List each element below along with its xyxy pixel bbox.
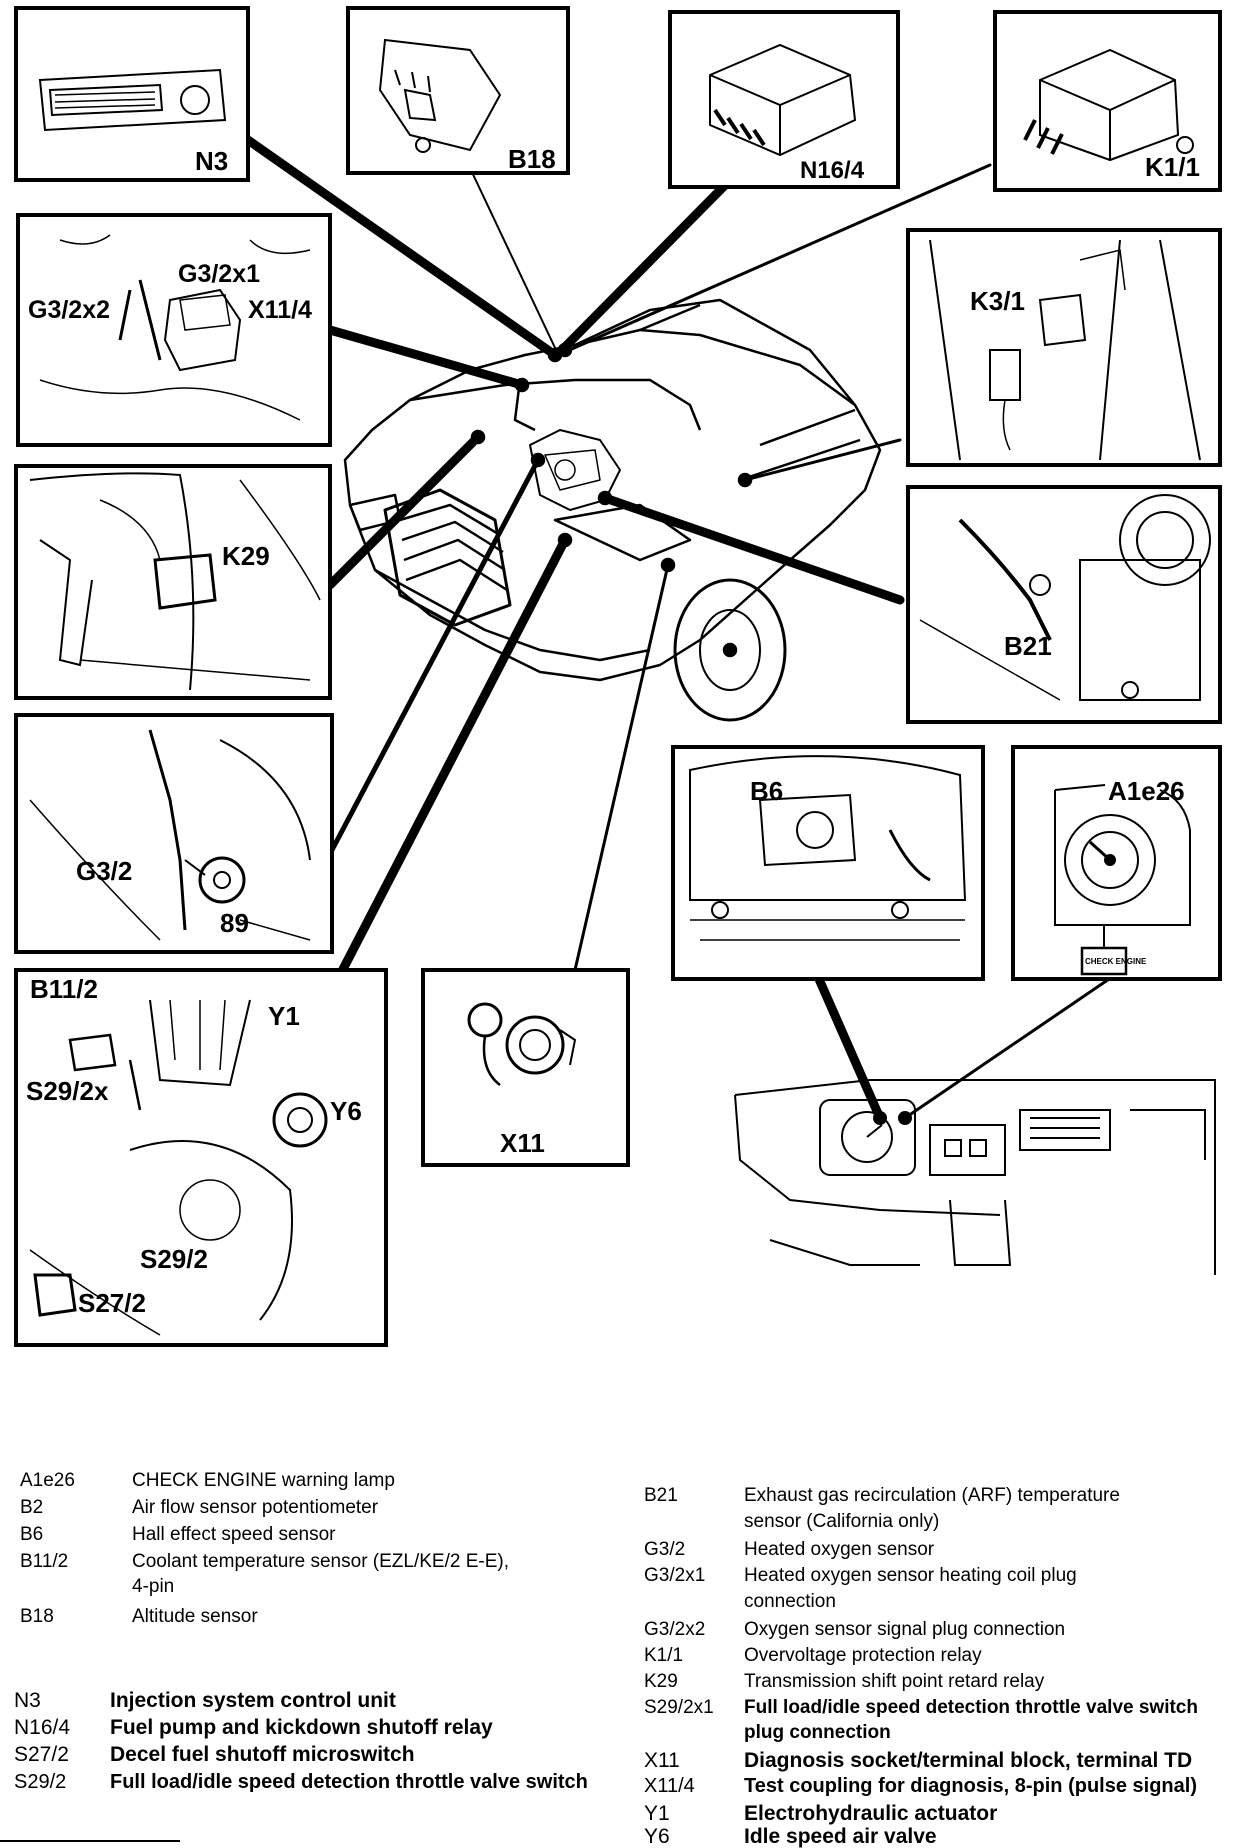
legend-code: B6 (20, 1524, 44, 1545)
dashboard-illustration (734, 1079, 1216, 1275)
panel-x11-4: G3/2x1 G3/2x2 X11/4 (16, 213, 332, 447)
callout-g3-2: G3/2 (76, 856, 132, 886)
legend-code: G3/2 (644, 1539, 686, 1560)
panel-b6: B6 (671, 745, 985, 981)
panel-k3-1: K3/1 (906, 228, 1222, 467)
legend-code: B2 (20, 1497, 44, 1518)
callout-b21: B21 (1004, 631, 1052, 661)
leader-n3 (243, 135, 560, 360)
legend-desc: Altitude sensor (132, 1606, 258, 1627)
panel-a1e26: A1e26 CHECK ENGINE (1011, 745, 1222, 981)
callout-b11-2: B11/2 (30, 974, 98, 1004)
panel-g3-2: G3/2 89 (14, 713, 334, 954)
legend-code: Y6 (644, 1825, 670, 1848)
legend-desc: Idle speed air valve (744, 1825, 937, 1848)
legend-desc: Heated oxygen sensor heating coil plug (744, 1565, 1077, 1586)
legend-code: B11/2 (20, 1551, 69, 1572)
callout-a1e26: A1e26 (1108, 776, 1185, 806)
legend-code: Y1 (644, 1802, 670, 1825)
legend-code: G3/2x1 (644, 1565, 706, 1586)
panel-k1-1: K1/1 (993, 10, 1222, 192)
legend-desc: Oxygen sensor signal plug connection (744, 1619, 1066, 1640)
legend-code: G3/2x2 (644, 1619, 706, 1640)
callout-g3-2x1: G3/2x1 (178, 260, 260, 288)
panel-b18: B18 (346, 6, 570, 175)
callout-k3-1: K3/1 (970, 286, 1025, 316)
panel-b21: B21 (906, 485, 1222, 724)
legend-desc: Overvoltage protection relay (744, 1645, 982, 1666)
legend-code: A1e26 (20, 1470, 75, 1491)
panel-x11: X11 (421, 968, 630, 1167)
callout-b18: B18 (508, 144, 556, 174)
callout-y1: Y1 (268, 1001, 300, 1031)
callout-s27-2: S27/2 (78, 1288, 146, 1318)
legend-desc: Fuel pump and kickdown shutoff relay (110, 1716, 493, 1739)
leader-b11-2 (335, 535, 570, 980)
legend-desc: sensor (California only) (744, 1511, 940, 1532)
legend-code: S29/2 (14, 1771, 67, 1793)
legend-desc: Full load/idle speed detection throttle … (744, 1697, 1198, 1718)
leader-b6 (810, 965, 885, 1123)
leader-k29 (325, 432, 483, 590)
check-engine-lamp-label: CHECK ENGINE (1085, 957, 1147, 966)
callout-89: 89 (220, 908, 249, 938)
callout-x11: X11 (500, 1128, 545, 1158)
legend-desc: Decel fuel shutoff microswitch (110, 1743, 415, 1766)
callout-s29-2x: S29/2x (26, 1076, 109, 1106)
legend-desc: 4-pin (132, 1576, 175, 1597)
callout-k29: K29 (222, 541, 270, 571)
legend-desc: Diagnosis socket/terminal block, termina… (744, 1749, 1193, 1772)
callout-s29-2: S29/2 (140, 1244, 208, 1274)
legend-desc: Coolant temperature sensor (EZL/KE/2 E-E… (132, 1551, 509, 1572)
car-illustration (343, 298, 882, 722)
legend-code: B18 (20, 1606, 54, 1627)
component-location-diagram: N3 B18 N16/4 K1/1 (14, 6, 1222, 1347)
panel-b11-2: B11/2 Y1 S29/2x Y6 S29/2 S27/2 (14, 968, 388, 1347)
leader-k1-1 (563, 163, 992, 354)
panel-k29: K29 (14, 464, 332, 700)
legend-desc: Heated oxygen sensor (744, 1539, 935, 1560)
legend-desc: Transmission shift point retard relay (744, 1671, 1045, 1692)
legend-code: S29/2x1 (644, 1697, 714, 1718)
panel-n16-4: N16/4 (668, 10, 900, 189)
legend-desc: CHECK ENGINE warning lamp (132, 1470, 395, 1491)
legend-desc: Injection system control unit (110, 1689, 396, 1712)
leader-k3-1 (743, 438, 902, 482)
leader-x11 (573, 563, 670, 972)
leader-b18 (469, 167, 558, 353)
leader-x11-4 (325, 325, 527, 390)
legend-code: N16/4 (14, 1716, 71, 1739)
legend-desc: connection (744, 1591, 836, 1612)
legend-code: K29 (644, 1671, 678, 1692)
callout-y6: Y6 (330, 1096, 362, 1126)
legend-desc: Test coupling for diagnosis, 8-pin (puls… (744, 1775, 1197, 1797)
leader-g3-2 (329, 457, 541, 853)
callout-g3-2x2: G3/2x2 (28, 296, 110, 324)
leader-a1e26 (903, 973, 1117, 1120)
leader-n16-4 (555, 165, 745, 357)
legend-desc: Air flow sensor potentiometer (132, 1497, 379, 1518)
footer-rule (0, 1840, 180, 1842)
legend-desc: Exhaust gas recirculation (ARF) temperat… (744, 1485, 1120, 1506)
legend-desc: plug connection (744, 1722, 891, 1743)
legend-desc: Hall effect speed sensor (132, 1524, 336, 1545)
callout-k1-1: K1/1 (1145, 152, 1200, 182)
legend-code: K1/1 (644, 1645, 684, 1666)
legend-desc: Full load/idle speed detection throttle … (110, 1771, 588, 1793)
panel-n3: N3 (14, 6, 250, 182)
callout-x11-4: X11/4 (248, 296, 312, 324)
legend-desc: Electrohydraulic actuator (744, 1802, 998, 1825)
legend-code: N3 (14, 1689, 41, 1712)
legend-code: X11 (644, 1749, 680, 1772)
legend-code: S27/2 (14, 1743, 69, 1766)
callout-b6: B6 (750, 776, 783, 806)
legend-code: X11/4 (644, 1775, 695, 1797)
callout-n3: N3 (195, 146, 228, 176)
callout-n16-4: N16/4 (800, 157, 865, 184)
legend-code: B21 (644, 1485, 678, 1506)
